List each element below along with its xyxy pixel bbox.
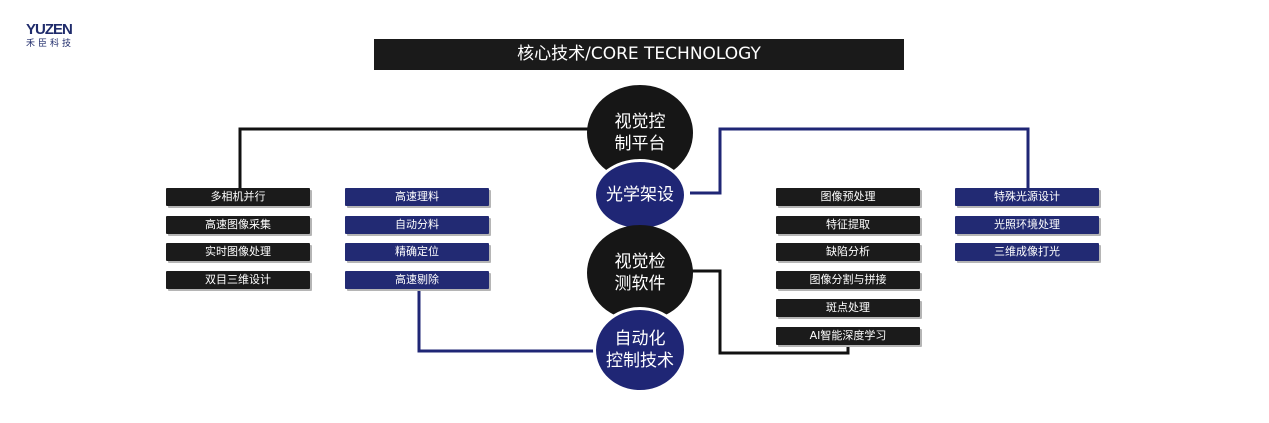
platform-line-1: 视觉控 (614, 112, 666, 132)
tech-item-lighting-environment: 光照环境处理 (955, 216, 1099, 234)
software-line-2: 测软件 (614, 274, 666, 294)
automation-line-1: 自动化 (614, 329, 666, 349)
connector-platform-left (238, 127, 590, 188)
company-logo: YUZEN 禾臣科技 (26, 22, 86, 50)
connector-optics-right (690, 127, 1030, 195)
tech-item-realtime-processing: 实时图像处理 (166, 243, 310, 261)
logo-subtitle: 禾臣科技 (26, 39, 75, 49)
tech-item-special-light-source: 特殊光源设计 (955, 188, 1099, 206)
circle-automation-control: 自动化 控制技术 (593, 307, 687, 393)
software-line-1: 视觉检 (614, 252, 666, 272)
page-title: 核心技术/CORE TECHNOLOGY (374, 39, 904, 70)
tech-item-3d-imaging-lighting: 三维成像打光 (955, 243, 1099, 261)
tech-item-high-speed-sorting: 高速理料 (345, 188, 489, 206)
tech-item-blob-processing: 斑点处理 (776, 299, 920, 317)
circle-vision-inspection-software: 视觉检 测软件 (587, 225, 693, 321)
connector-software-right (690, 269, 850, 355)
optics-label: 光学架设 (606, 185, 674, 205)
tech-item-ai-deep-learning: AI智能深度学习 (776, 327, 920, 345)
tech-item-feature-extraction: 特征提取 (776, 216, 920, 234)
connector-automation-left (417, 290, 600, 353)
tech-item-image-acquisition: 高速图像采集 (166, 216, 310, 234)
tech-item-precise-positioning: 精确定位 (345, 243, 489, 261)
tech-item-multi-camera: 多相机并行 (166, 188, 310, 206)
tech-item-binocular-3d: 双目三维设计 (166, 271, 310, 289)
tech-item-preprocessing: 图像预处理 (776, 188, 920, 206)
tech-item-high-speed-rejection: 高速剔除 (345, 271, 489, 289)
platform-line-2: 制平台 (614, 134, 666, 154)
tech-item-segmentation-stitching: 图像分割与拼接 (776, 271, 920, 289)
automation-line-2: 控制技术 (606, 351, 674, 371)
tech-item-defect-analysis: 缺陷分析 (776, 243, 920, 261)
circle-optical-setup: 光学架设 (593, 159, 687, 231)
tech-item-auto-distribution: 自动分料 (345, 216, 489, 234)
logo-name: YUZEN (26, 21, 73, 38)
